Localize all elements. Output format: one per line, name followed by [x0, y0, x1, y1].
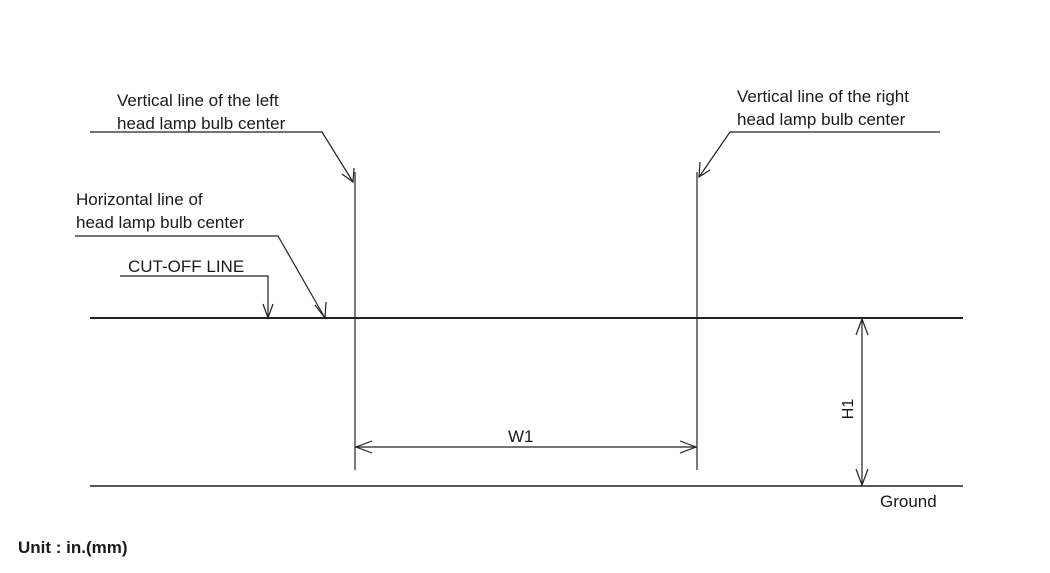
horizontal-label-line2: head lamp bulb center	[76, 213, 245, 232]
w1-right-arrowhead	[679, 440, 698, 454]
w1-left-arrowhead	[354, 440, 373, 454]
right-vertical-arrowhead	[698, 161, 711, 179]
left-vertical-label-line2: head lamp bulb center	[117, 114, 286, 133]
cutoff-label: CUT-OFF LINE	[128, 257, 245, 276]
right-vertical-label-line2: head lamp bulb center	[737, 110, 906, 129]
cutoff-leader	[120, 275, 269, 318]
horizontal-label-line1: Horizontal line of	[76, 190, 203, 209]
horizontal-leader	[75, 235, 326, 319]
cutoff-arrowhead	[262, 303, 274, 320]
unit-label: Unit : in.(mm)	[18, 538, 128, 557]
right-vertical-label-line1: Vertical line of the right	[737, 87, 909, 106]
h1-label: H1	[840, 398, 857, 420]
left-vertical-label-line1: Vertical line of the left	[117, 91, 279, 110]
left-vertical-arrowhead	[341, 167, 355, 184]
h1-top-arrowhead	[855, 317, 869, 336]
ground-label: Ground	[880, 492, 937, 511]
right-vertical-leader	[698, 131, 940, 178]
h1-bottom-arrowhead	[855, 468, 869, 487]
w1-label: W1	[508, 427, 534, 446]
horizontal-arrowhead	[314, 301, 327, 320]
left-vertical-leader	[90, 131, 354, 183]
